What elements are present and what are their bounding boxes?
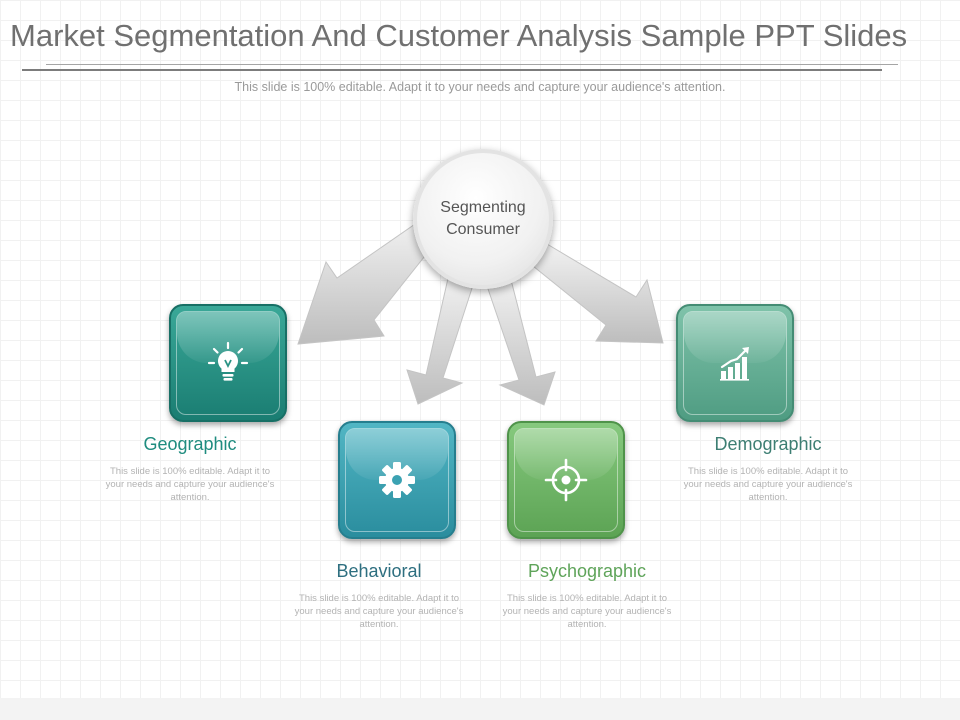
slide-title: Market Segmentation And Customer Analysi… xyxy=(10,18,908,53)
segment-box-geographic xyxy=(169,304,287,422)
segment-label-psychographic: Psychographic xyxy=(527,561,647,581)
segment-desc-psychographic: This slide is 100% editable. Adapt it to… xyxy=(502,593,672,630)
segment-box-psychographic xyxy=(507,421,625,539)
footer-bar xyxy=(0,698,960,720)
segment-desc-behavioral: This slide is 100% editable. Adapt it to… xyxy=(294,593,464,630)
title-divider xyxy=(46,64,898,65)
arrow-to-demographic xyxy=(532,243,664,344)
segment-label-geographic: Geographic xyxy=(143,434,237,454)
arrow-to-psychographic xyxy=(485,275,556,406)
arrow-to-geographic xyxy=(297,219,437,345)
hub-segmenting-consumer: Segmenting Consumer xyxy=(413,149,553,289)
segment-label-demographic: Demographic xyxy=(714,434,822,454)
gear-icon xyxy=(379,462,415,498)
hub-label: Segmenting Consumer xyxy=(440,199,526,238)
slide-subtitle: This slide is 100% editable. Adapt it to… xyxy=(234,80,726,94)
target-icon xyxy=(544,458,588,502)
segment-box-demographic xyxy=(676,304,794,422)
segment-box-behavioral xyxy=(338,421,456,539)
segment-desc-demographic: This slide is 100% editable. Adapt it to… xyxy=(683,466,853,503)
segment-desc-geographic: This slide is 100% editable. Adapt it to… xyxy=(105,466,275,503)
lightbulb-icon xyxy=(207,341,249,381)
arrow-to-behavioral xyxy=(406,273,475,405)
title-divider-thick xyxy=(22,69,882,71)
growth-chart-icon xyxy=(720,347,749,381)
segment-label-behavioral: Behavioral xyxy=(336,561,422,581)
